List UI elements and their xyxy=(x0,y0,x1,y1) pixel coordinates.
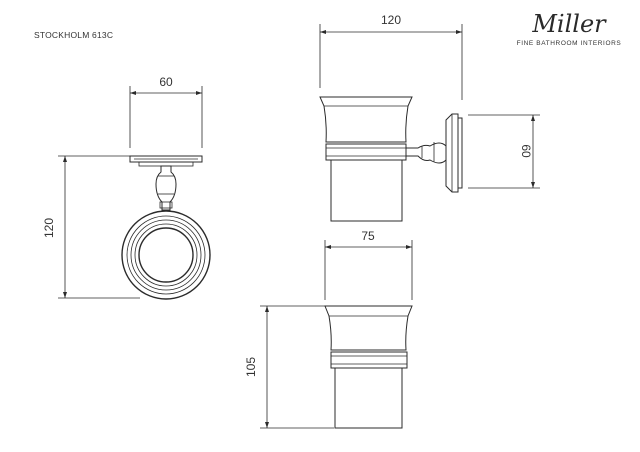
dim-side-plate-height-label: 60 xyxy=(519,144,533,158)
dim-front-width: 60 xyxy=(129,75,203,148)
dim-front-width-label: 60 xyxy=(159,75,173,89)
cup-view: 75 105 xyxy=(244,229,413,429)
logo-wordmark: Miller xyxy=(532,10,606,38)
dim-side-width: 120 xyxy=(319,13,463,100)
dim-cup-diameter-label: 75 xyxy=(361,229,375,243)
front-view: 60 120 xyxy=(42,75,211,300)
logo-tagline: FINE BATHROOM INTERIORS xyxy=(516,40,622,47)
dim-cup-height: 105 xyxy=(244,305,334,429)
side-view: 120 60 xyxy=(319,13,540,222)
dim-cup-diameter: 75 xyxy=(324,229,413,300)
dim-side-plate-height: 60 xyxy=(468,114,540,189)
dim-side-width-label: 120 xyxy=(381,13,401,27)
dim-front-height: 120 xyxy=(42,155,140,299)
dim-front-height-label: 120 xyxy=(42,218,56,238)
brand-logo: Miller FINE BATHROOM INTERIORS xyxy=(514,10,624,47)
product-title: STOCKHOLM 613C xyxy=(34,30,114,40)
dim-cup-height-label: 105 xyxy=(244,357,258,377)
